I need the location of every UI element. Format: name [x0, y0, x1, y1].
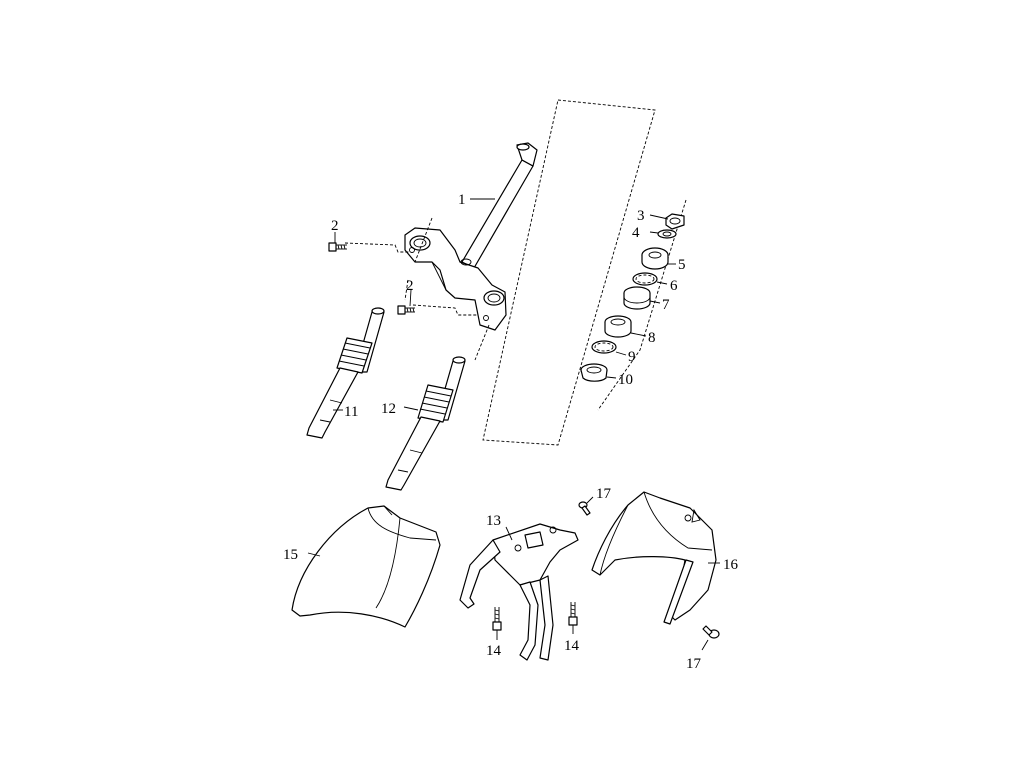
screw-lower-part: [702, 625, 720, 639]
callout-13: 13: [486, 513, 501, 529]
callout-17-upper: 17: [596, 486, 612, 502]
lower-cone-part: [580, 363, 608, 382]
left-fork-leg-part: [306, 307, 385, 439]
steering-stem-part: [461, 142, 538, 269]
callout-2-lower: 2: [406, 278, 414, 294]
upper-bearing-cup-part: [623, 286, 651, 310]
lock-washer-part: [657, 229, 677, 239]
callout-14-left: 14: [486, 643, 502, 659]
bolt-14-right-part: [568, 602, 578, 626]
head-tube-phantom-outline: [482, 99, 656, 446]
callout-12: 12: [381, 401, 396, 417]
callout-3: 3: [637, 208, 645, 224]
callout-2-upper: 2: [331, 218, 339, 234]
bolt-upper-part: [328, 242, 347, 252]
bolt-14-left-part: [492, 607, 502, 631]
callout-10: 10: [618, 372, 633, 388]
lower-bearing-cup-part: [604, 315, 632, 338]
callout-11: 11: [344, 404, 358, 420]
callout-14-right: 14: [564, 638, 580, 654]
leader-lines: [307, 198, 720, 651]
screw-upper-part: [578, 501, 591, 516]
inner-fender-part: [591, 491, 717, 625]
callout-15: 15: [283, 547, 298, 563]
callout-5: 5: [678, 257, 686, 273]
callout-8: 8: [648, 330, 656, 346]
fork-bridge-part: [404, 227, 507, 331]
callout-7: 7: [662, 297, 670, 313]
callout-17-lower: 17: [686, 656, 702, 672]
callout-16: 16: [723, 557, 739, 573]
fender-bracket-part: [459, 523, 579, 661]
callout-1: 1: [458, 192, 466, 208]
callout-4: 4: [632, 225, 640, 241]
upper-ball-race-part: [632, 272, 658, 286]
front-fender-part: [291, 505, 441, 628]
callout-6: 6: [670, 278, 678, 294]
bolt-lower-part: [397, 305, 415, 315]
lower-ball-race-part: [591, 340, 617, 354]
adjusting-nut-part: [641, 247, 669, 270]
locknut-part: [665, 213, 685, 230]
callout-9: 9: [628, 349, 636, 365]
right-fork-leg-part: [385, 356, 466, 491]
